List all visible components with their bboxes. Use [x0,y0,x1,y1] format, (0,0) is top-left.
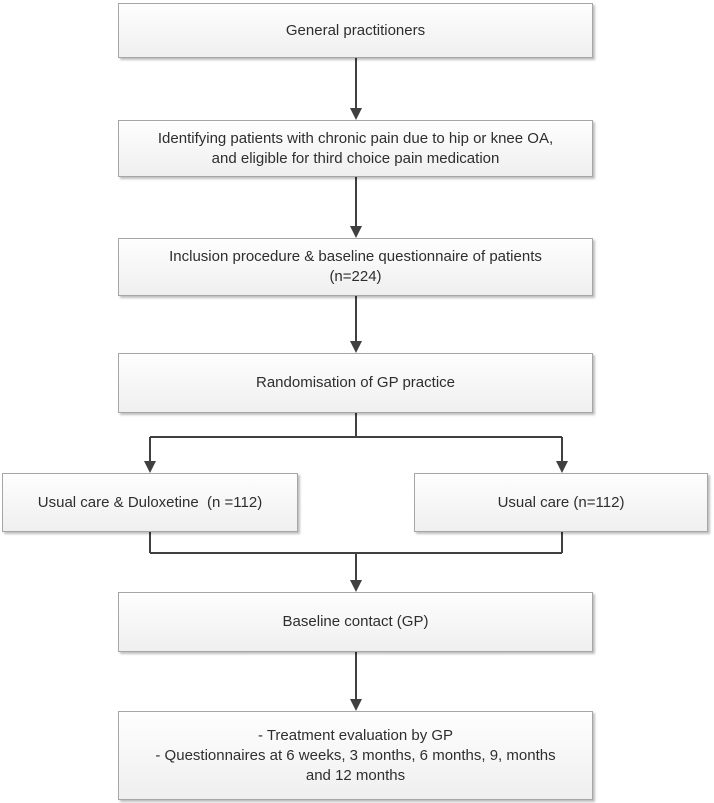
node-line: Identifying patients with chronic pain d… [157,129,554,147]
merge-lines-arms-to-baseline-contact [149,532,563,580]
flow-node-randomisation: Randomisation of GP practice [118,353,593,413]
flow-node-identifying-patients: Identifying patients with chronic pain d… [118,120,593,177]
node-line: Usual care & Duloxetine (n =112) [37,493,263,511]
arrowhead-inclusion-to-randomisation [350,341,362,353]
flow-node-inclusion-procedure: Inclusion procedure & baseline questionn… [118,238,593,296]
node-line: - Questionnaires at 6 weeks, 3 months, 6… [155,746,556,764]
flow-node-treatment-evaluation: - Treatment evaluation by GP - Questionn… [118,711,593,800]
node-line: General practitioners [285,21,426,39]
node-line: Usual care (n=112) [497,493,625,511]
flow-node-usual-care-duloxetine: Usual care & Duloxetine (n =112) [2,473,298,532]
node-line: and eligible for third choice pain medic… [211,149,500,167]
node-line: Randomisation of GP practice [256,374,455,391]
arrowhead-gp-to-identifying [350,108,362,120]
flow-node-baseline-contact: Baseline contact (GP) [118,592,593,652]
node-line: (n=224) [329,268,382,285]
node-line: Baseline contact (GP) [282,613,429,630]
flow-node-usual-care: Usual care (n=112) [414,473,708,532]
arrowhead-to-usual-care [556,461,568,473]
split-lines-randomisation-to-arms [149,413,563,461]
arrowhead-to-baseline-contact [350,580,362,592]
node-line: and 12 months [305,766,406,784]
flow-node-general-practitioners: General practitioners [118,3,593,58]
node-line: - Treatment evaluation by GP [257,726,454,744]
arrowhead-to-usual-care-duloxetine [144,461,156,473]
node-line: Inclusion procedure & baseline questionn… [169,248,542,265]
arrowhead-baseline-to-evaluation [350,699,362,711]
arrowhead-identifying-to-inclusion [350,226,362,238]
